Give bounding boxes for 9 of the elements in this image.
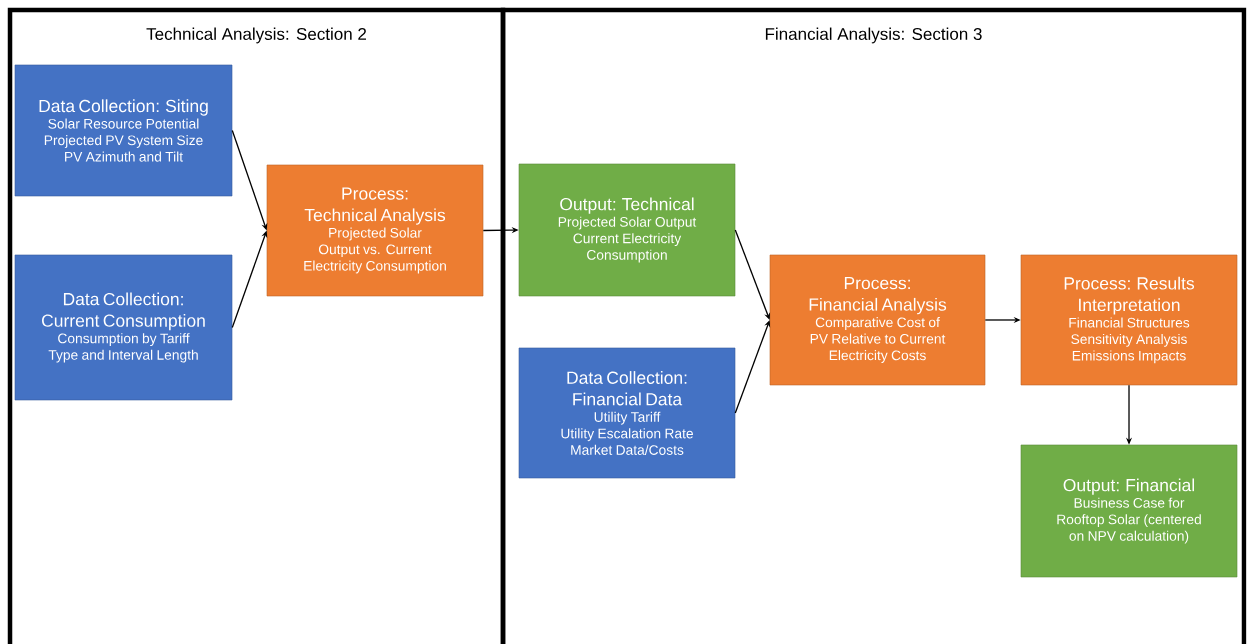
process-box: Process: Technical Analysis Projected Solar Output vs. Current Electricity Consumption: [266, 164, 484, 297]
arrow: [734, 229, 771, 320]
process-box: Process: Financial Analysis Comparative Cost of PV Relative to Current Electricity Costs: [769, 254, 986, 386]
output-box: Output: Technical Projected Solar Output Current Electricity Consumption: [518, 163, 736, 297]
process-box: Process: Results Interpretation Financial Structures Sensitivity Analysis Emissions Impacts: [1020, 254, 1238, 386]
output-box: Output: Financial Business Case for Rooftop Solar (centered on NPV calculation): [1020, 444, 1238, 578]
data-box: Data Collection: Financial Data Utility Tariff Utility Escalation Rate Market Data/Costs: [518, 347, 736, 479]
data-box: Data Collection: Current Consumption Consumption by Tariff Type and Interval Length: [14, 254, 233, 401]
data-box: Data Collection: Siting Solar Resource Potential Projected PV System Size PV Azimuth and Tilt: [14, 64, 233, 197]
